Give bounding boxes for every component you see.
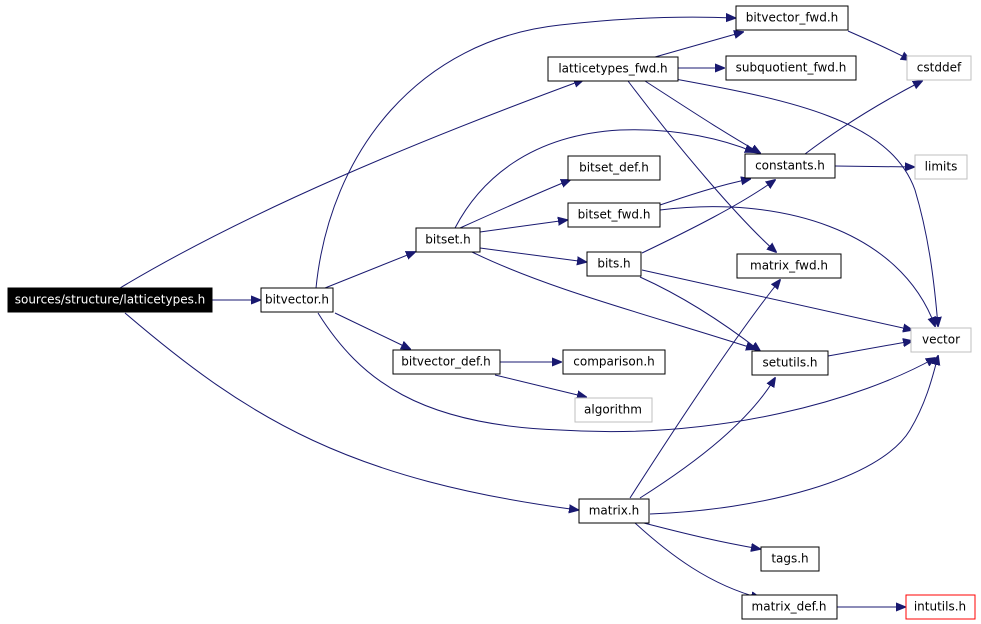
edge-bitset-setutils bbox=[471, 251, 755, 349]
node-comparison-h[interactable]: comparison.h bbox=[562, 349, 666, 375]
node-label: tags.h bbox=[771, 552, 808, 566]
node-label: sources/structure/latticetypes.h bbox=[15, 293, 206, 307]
node-bitvector-h[interactable]: bitvector.h bbox=[260, 287, 334, 313]
node-matrix-def-h[interactable]: matrix_def.h bbox=[741, 594, 838, 620]
node-matrix-fwd-h[interactable]: matrix_fwd.h bbox=[736, 253, 842, 279]
edge-bitvector-fwd-cstddef bbox=[847, 30, 910, 60]
node-label: bitvector_def.h bbox=[401, 355, 491, 369]
edge-bits-vector bbox=[641, 269, 912, 330]
edge-matrix-tags bbox=[639, 521, 760, 549]
edge-bitset-bits bbox=[479, 247, 586, 262]
node-algorithm[interactable]: algorithm bbox=[574, 397, 653, 423]
edge-bitvector-bitvector-fwd bbox=[315, 17, 735, 289]
node-setutils-h[interactable]: setutils.h bbox=[751, 350, 829, 376]
edge-matrix-setutils bbox=[639, 378, 775, 499]
edge-bitvector-bitset bbox=[319, 252, 415, 291]
node-label: setutils.h bbox=[763, 356, 818, 370]
dependency-edges bbox=[119, 17, 938, 607]
file-nodes: sources/structure/latticetypes.h bitvect… bbox=[7, 5, 976, 620]
edge-matrix-vector bbox=[649, 356, 938, 515]
edge-matrix-matrix-def bbox=[634, 522, 760, 598]
edge-bitset-bitset-def bbox=[459, 180, 570, 229]
node-bitset-def-h[interactable]: bitset_def.h bbox=[567, 155, 661, 181]
node-label: vector bbox=[922, 333, 960, 347]
edge-bitvector-def-algorithm bbox=[494, 374, 586, 397]
node-constants-h[interactable]: constants.h bbox=[744, 153, 836, 179]
node-label: comparison.h bbox=[573, 355, 655, 369]
edge-bitset-constants bbox=[454, 129, 754, 229]
node-label: matrix.h bbox=[589, 504, 640, 518]
node-label: bits.h bbox=[597, 257, 630, 271]
node-label: matrix_fwd.h bbox=[750, 259, 828, 273]
edge-latticetypes-fwd-bitvector-fwd bbox=[654, 32, 743, 58]
node-bitvector-fwd-h[interactable]: bitvector_fwd.h bbox=[735, 5, 849, 31]
edge-bitset-bitset-fwd bbox=[479, 220, 567, 233]
node-label: bitset.h bbox=[425, 233, 470, 247]
node-label: subquotient_fwd.h bbox=[736, 61, 847, 75]
node-cstddef[interactable]: cstddef bbox=[906, 55, 972, 81]
node-bitset-fwd-h[interactable]: bitset_fwd.h bbox=[567, 202, 661, 228]
node-matrix-h[interactable]: matrix.h bbox=[578, 498, 650, 524]
node-tags-h[interactable]: tags.h bbox=[760, 546, 820, 572]
node-vector[interactable]: vector bbox=[910, 327, 972, 353]
edge-bitset-fwd-constants bbox=[659, 179, 750, 206]
edge-latticetypes-fwd-vector bbox=[674, 78, 938, 326]
node-bitset-h[interactable]: bitset.h bbox=[415, 227, 481, 253]
node-label: bitvector_fwd.h bbox=[746, 11, 839, 25]
node-label: matrix_def.h bbox=[752, 600, 827, 614]
edge-root-latticetypes-fwd bbox=[119, 80, 583, 289]
node-label: bitset_def.h bbox=[579, 161, 649, 175]
node-latticetypes-h[interactable]: sources/structure/latticetypes.h bbox=[7, 287, 213, 313]
node-label: bitvector.h bbox=[265, 293, 329, 307]
node-latticetypes-fwd-h[interactable]: latticetypes_fwd.h bbox=[547, 56, 679, 82]
edge-root-matrix bbox=[124, 312, 578, 510]
edge-bits-setutils bbox=[639, 276, 760, 351]
edge-bits-constants bbox=[641, 180, 775, 254]
node-label: bitset_fwd.h bbox=[578, 208, 651, 222]
edge-bitset-fwd-vector bbox=[659, 206, 935, 326]
node-bitvector-def-h[interactable]: bitvector_def.h bbox=[392, 349, 501, 375]
node-intutils-h[interactable]: intutils.h bbox=[905, 594, 976, 620]
node-subquotient-fwd-h[interactable]: subquotient_fwd.h bbox=[725, 55, 857, 81]
edge-constants-cstddef bbox=[804, 81, 922, 155]
node-label: intutils.h bbox=[914, 600, 966, 614]
node-limits[interactable]: limits bbox=[914, 154, 968, 180]
edge-setutils-vector bbox=[827, 341, 912, 357]
node-label: constants.h bbox=[755, 159, 825, 173]
node-label: latticetypes_fwd.h bbox=[558, 62, 667, 76]
edge-matrix-matrix-fwd bbox=[629, 280, 780, 499]
edge-latticetypes-fwd-matrix-fwd bbox=[627, 80, 776, 252]
node-label: algorithm bbox=[584, 403, 642, 417]
edge-constants-limits bbox=[834, 166, 914, 167]
node-bits-h[interactable]: bits.h bbox=[586, 251, 642, 277]
node-label: cstddef bbox=[917, 61, 962, 75]
edge-bitvector-bitvector-def bbox=[334, 312, 410, 349]
edge-bitvector-vector bbox=[317, 312, 935, 433]
node-label: limits bbox=[925, 160, 958, 174]
